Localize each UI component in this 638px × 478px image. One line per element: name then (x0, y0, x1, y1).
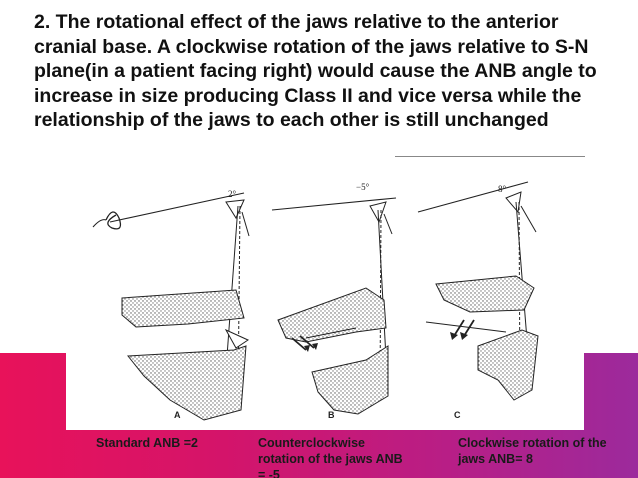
maxilla-c (435, 275, 535, 313)
mandible-b (311, 345, 389, 415)
sella-squiggle (105, 211, 122, 230)
panel-letter-a: A (174, 410, 181, 420)
mandible-a (127, 345, 247, 421)
caption-standard: Standard ANB =2 (96, 436, 198, 450)
slide-title: 2. The rotational effect of the jaws rel… (34, 11, 597, 131)
panel-letter-b: B (328, 410, 335, 420)
angle-label-c: 8° (498, 184, 507, 194)
title-underline (395, 156, 585, 157)
sn-line (417, 181, 529, 213)
panel-a: 2° A (92, 189, 250, 421)
cephalometric-figure: 2° A −5° B (66, 160, 584, 430)
angle-label-a: 2° (228, 189, 237, 199)
panel-letter-c: C (454, 410, 461, 420)
panel-c: 8° C (417, 181, 539, 420)
caption-clockwise: Clockwise rotation of the jaws ANB= 8 (458, 436, 607, 466)
rotation-arrows-c (453, 319, 475, 337)
maxilla-b (277, 287, 387, 343)
angle-label-b: −5° (356, 182, 370, 192)
mandible-c (477, 329, 539, 401)
panel-b: −5° B (271, 182, 397, 420)
sn-line (109, 192, 245, 223)
rotation-arrows-b (291, 335, 315, 351)
nasion-notch (225, 199, 245, 220)
maxilla-a (121, 289, 245, 328)
caption-counterclockwise: Counterclockwise rotation of the jaws AN… (258, 436, 403, 478)
sn-line (271, 197, 397, 211)
jaw-rotation-diagram: 2° A −5° B (92, 181, 539, 421)
